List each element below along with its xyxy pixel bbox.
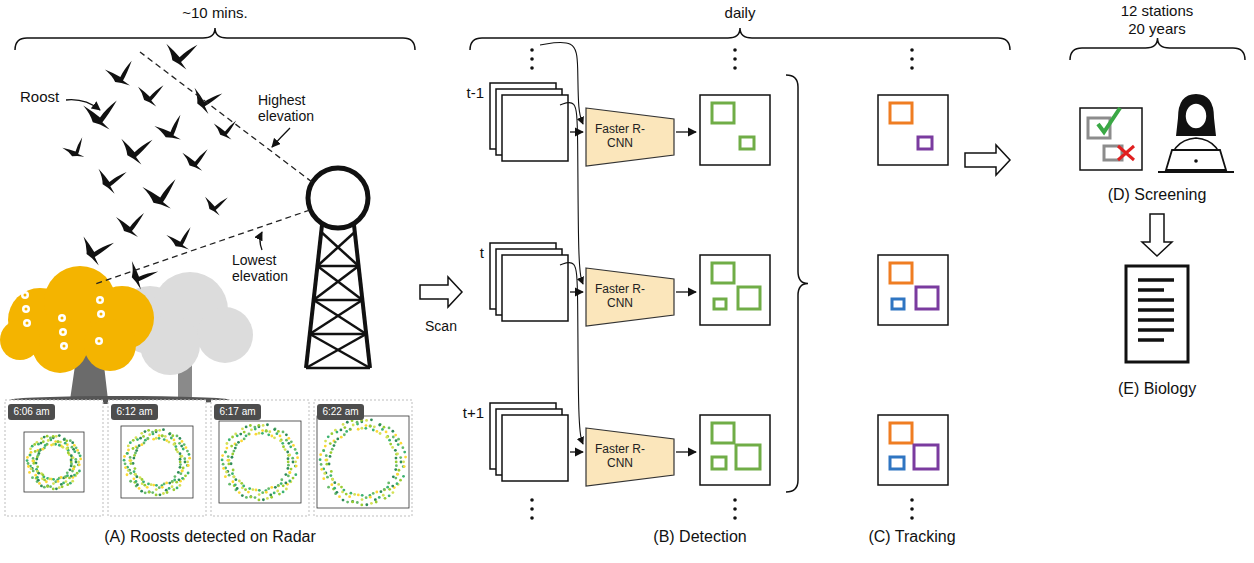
flow-arrow xyxy=(965,145,1010,175)
time-tag: 6:12 am xyxy=(111,404,158,420)
radar-thumbnail xyxy=(5,400,412,516)
step-label: Scan xyxy=(425,318,457,334)
ellipsis-dots xyxy=(530,507,534,511)
radar-tower xyxy=(66,52,370,368)
ellipsis-dots xyxy=(530,66,534,70)
time-label: 6:17 am xyxy=(219,406,256,418)
detector-trapezoid: Faster R-CNN xyxy=(585,267,675,327)
panel-caption: (A) Roosts detected on Radar xyxy=(104,528,316,546)
model-name: Faster R-CNN xyxy=(595,443,645,471)
flow-arrow xyxy=(420,277,462,307)
ellipsis-dots xyxy=(910,66,914,70)
part-name: Roost xyxy=(20,88,59,105)
ellipsis-dots xyxy=(910,57,914,61)
flow-arrow xyxy=(1142,214,1172,256)
time-label: 6:06 am xyxy=(13,406,50,418)
duration-note: ~10 mins. xyxy=(182,4,247,21)
brace xyxy=(470,28,1010,50)
ellipsis-dots xyxy=(733,498,737,502)
brace xyxy=(786,75,808,492)
panel-caption: (E) Biology xyxy=(1118,380,1196,398)
ellipsis-dots xyxy=(733,516,737,520)
ellipsis-dots xyxy=(733,57,737,61)
document-icon xyxy=(1126,266,1188,362)
ellipsis-dots xyxy=(910,507,914,511)
part-name: Highest elevation xyxy=(258,92,333,124)
bird-flock xyxy=(61,39,236,292)
brace xyxy=(1070,38,1245,60)
part-name: Lowest elevation xyxy=(232,252,307,284)
panel-caption: (C) Tracking xyxy=(868,528,955,546)
ellipsis-dots xyxy=(530,57,534,61)
ellipsis-dots xyxy=(530,498,534,502)
data-arrow xyxy=(540,42,696,452)
tree-illustration xyxy=(0,266,253,404)
brace xyxy=(15,28,415,50)
ellipsis-dots xyxy=(733,507,737,511)
model-name: Faster R-CNN xyxy=(595,123,645,151)
time-tag: 6:06 am xyxy=(8,404,55,420)
ellipsis-dots xyxy=(910,48,914,52)
panel-caption: (D) Screening xyxy=(1108,186,1207,204)
ellipsis-dots xyxy=(910,498,914,502)
time-tag: 6:22 am xyxy=(317,404,364,420)
detector-trapezoid: Faster R-CNN xyxy=(585,107,675,167)
time-tag: 6:17 am xyxy=(214,404,261,420)
ellipsis-dots xyxy=(910,516,914,520)
time-index: t-1 xyxy=(466,84,484,101)
time-label: 6:22 am xyxy=(322,406,359,418)
ellipsis-dots xyxy=(733,66,737,70)
time-index: t+1 xyxy=(463,404,484,421)
screening-icon xyxy=(1080,94,1234,172)
detection-frame xyxy=(700,95,948,485)
scope-note: 20 years xyxy=(1128,20,1186,37)
model-name: Faster R-CNN xyxy=(595,283,645,311)
scope-note: 12 stations xyxy=(1121,2,1194,19)
time-label: 6:12 am xyxy=(116,406,153,418)
frame-stack xyxy=(490,83,568,481)
ellipsis-dots xyxy=(733,48,737,52)
ellipsis-dots xyxy=(530,48,534,52)
detector-trapezoid: Faster R-CNN xyxy=(585,427,675,487)
time-index: t xyxy=(480,244,484,261)
panel-caption: (B) Detection xyxy=(653,528,746,546)
ellipsis-dots xyxy=(530,516,534,520)
frequency-note: daily xyxy=(725,4,756,21)
